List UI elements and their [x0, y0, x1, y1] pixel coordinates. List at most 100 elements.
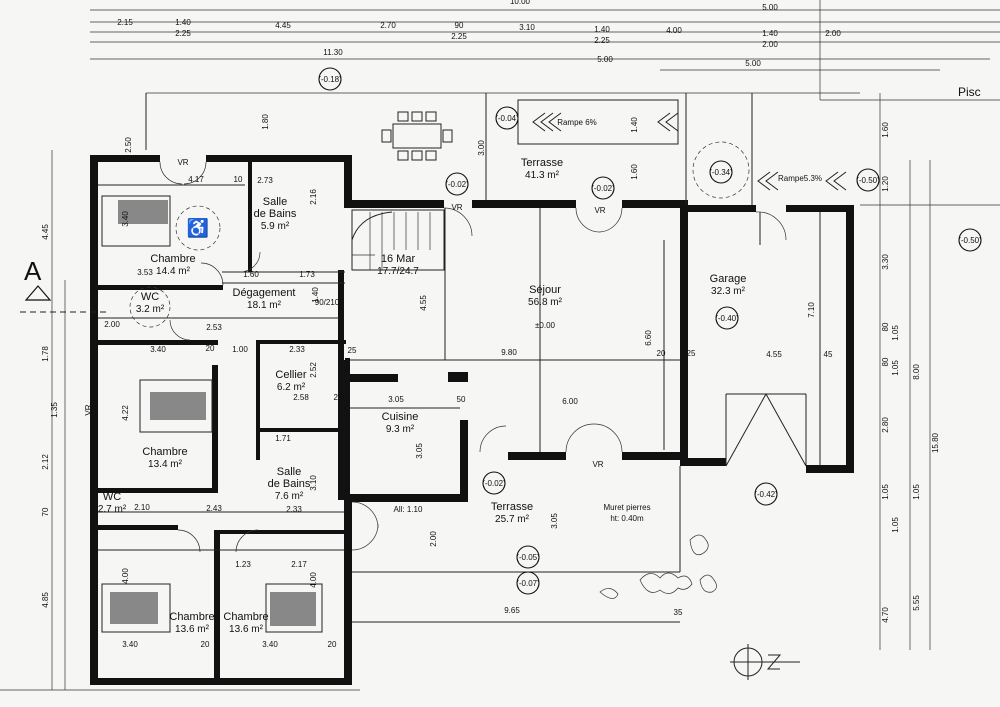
bed-icons	[101, 195, 323, 633]
room-name: Cellier	[275, 369, 307, 381]
level-value: (-0.07)	[516, 579, 540, 588]
level-marker: (-0.40)	[715, 306, 739, 330]
room-area: 13.6 m²	[175, 624, 210, 635]
left-margin-lines	[0, 150, 360, 691]
dimension-label: 4.45	[275, 21, 291, 30]
room-area: 7.6 m²	[275, 491, 304, 502]
level-marker: (-0.05)	[516, 545, 540, 569]
turning-circles: ♿	[129, 141, 750, 328]
bed-icon	[139, 379, 213, 433]
vertical-dimension-label: 4.85	[41, 592, 50, 608]
vertical-dimension-label: 6.60	[644, 330, 653, 346]
vertical-dimension-label: 70	[41, 507, 50, 516]
level-value: (-0.42)	[754, 490, 778, 499]
level-value: (-0.02)	[445, 180, 469, 189]
level-marker: (-0.18)	[318, 67, 342, 91]
level-marker: (-0.02)	[445, 172, 469, 196]
interior-lines	[98, 93, 821, 623]
dimension-label: 1.40	[594, 25, 610, 34]
dimension-label: 90	[455, 21, 464, 30]
dimension-label: 9.80	[501, 348, 517, 357]
dimension-label: 4.00	[666, 26, 682, 35]
dimension-label: 10.00	[510, 0, 531, 6]
level-value: (-0.34)	[709, 168, 733, 177]
dimension-label: 3.40	[150, 345, 166, 354]
room-area: 6.2 m²	[277, 382, 306, 393]
room-label-wc1: WC3.2 m²	[136, 291, 165, 315]
bed-icon	[265, 583, 323, 633]
level-value: (-0.50)	[856, 176, 880, 185]
garden-shrubs	[599, 534, 717, 599]
annotation-porte: 90/210	[315, 298, 340, 307]
vertical-dimension-label: 2.16	[309, 189, 318, 205]
vertical-dimension-label: 1.20	[881, 176, 890, 192]
annotation-rampe1: Rampe 6%	[557, 118, 597, 127]
right-dimension-lines	[860, 93, 1000, 650]
vertical-dimension-label: 1.80	[261, 114, 270, 130]
level-marker: (-0.42)	[754, 482, 778, 506]
dimension-label: 1.73	[299, 270, 315, 279]
room-name: WC	[141, 291, 159, 303]
dining-table-icon	[381, 111, 453, 161]
dimension-label: 2.25	[594, 36, 610, 45]
annotation-muret: Muret pierres	[603, 503, 650, 512]
room-name: Chambre	[169, 611, 214, 623]
walls	[90, 155, 854, 685]
level-marker: (-0.04)	[495, 106, 519, 130]
level-marker: (-0.34)	[709, 160, 733, 184]
vertical-dimension-label: 1.05	[912, 484, 921, 500]
room-area: 13.4 m²	[148, 459, 183, 470]
vertical-dimension-label: 4.00	[309, 572, 318, 588]
dimension-label: 25	[334, 393, 343, 402]
room-area: 2.7 m²	[98, 504, 127, 515]
vertical-dimension-label: 3.00	[477, 140, 486, 156]
vertical-dimension-label: 4.22	[121, 405, 130, 421]
dimension-label: 2.00	[104, 320, 120, 329]
dimension-label: 6.00	[562, 397, 578, 406]
room-area: 3.2 m²	[136, 304, 165, 315]
vertical-dimension-label: 3.30	[881, 254, 890, 270]
room-label-wc2: WC2.7 m²	[98, 491, 127, 515]
dimension-label: 2.25	[175, 29, 191, 38]
room-name: Dégagement	[233, 287, 296, 299]
vertical-dimension-label: 8.00	[912, 364, 921, 380]
level-value: (-0.02)	[482, 479, 506, 488]
room-name: de Bains	[254, 208, 297, 220]
vertical-dimension-label: 1.40	[311, 287, 320, 303]
room-name: WC	[103, 491, 121, 503]
vertical-dimension-label: 3.40	[121, 211, 130, 227]
room-name: Chambre	[223, 611, 268, 623]
dimension-label: 2.15	[117, 18, 133, 27]
room-area: 5.9 m²	[261, 221, 290, 232]
level-markers: (-0.18) (-0.04) (-0.02) (-0.02) (-0.34) (-0.5…	[318, 67, 982, 595]
room-area: 56.8 m²	[528, 297, 563, 308]
level-value: (-0.02)	[591, 184, 615, 193]
level-value: (-0.18)	[318, 75, 342, 84]
vertical-dimension-label: 3.05	[415, 443, 424, 459]
dimension-label: 35	[674, 608, 683, 617]
section-letter: A	[24, 256, 42, 286]
room-area: 18.1 m²	[247, 300, 282, 311]
dimension-label: 1.71	[275, 434, 291, 443]
door-swings	[159, 161, 787, 553]
bed-icon	[101, 195, 171, 247]
dimension-label: 50	[457, 395, 466, 404]
vertical-dimension-label: 15.80	[931, 432, 940, 453]
vertical-dimension-label: 5.55	[912, 595, 921, 611]
dimension-label: 2.58	[293, 393, 309, 402]
room-area: 13.6 m²	[229, 624, 264, 635]
annotation-vr3: VR	[594, 206, 605, 215]
ramp-chevrons	[517, 99, 847, 191]
dimension-label: 45	[824, 350, 833, 359]
vertical-dimension-label: 1.05	[891, 360, 900, 376]
